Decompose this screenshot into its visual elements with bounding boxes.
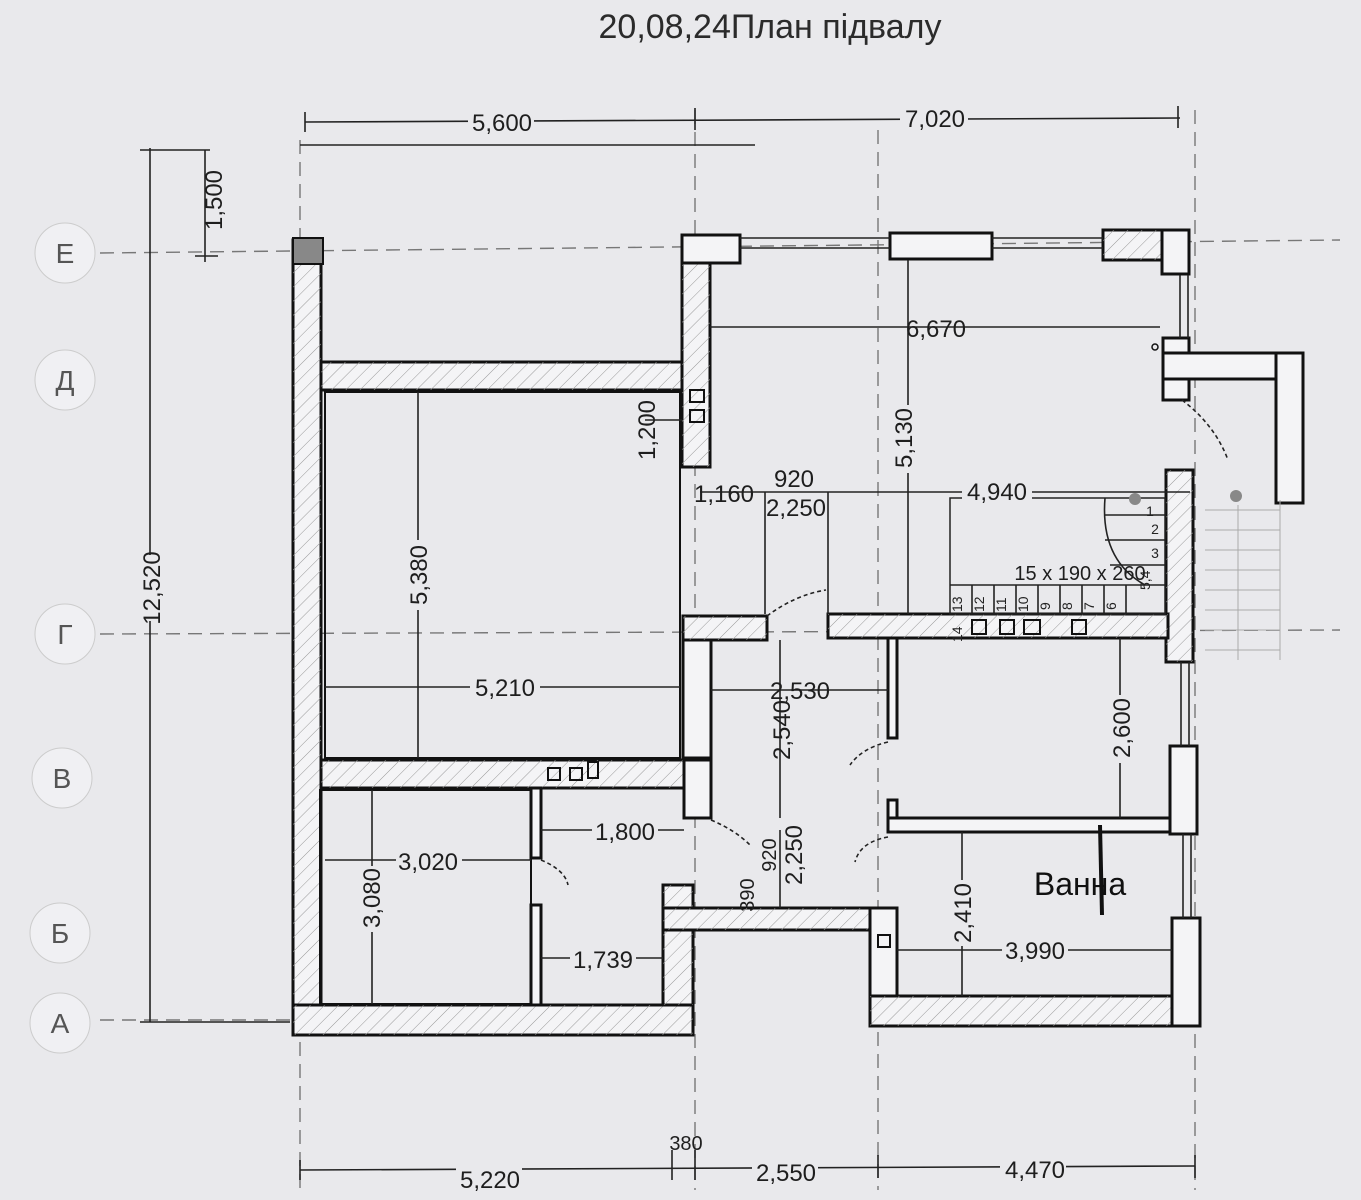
dim-hall-height: 5,130 bbox=[891, 408, 918, 468]
axis-label: В bbox=[53, 763, 72, 794]
dim-1800: 1,800 bbox=[595, 819, 655, 846]
dim-stairs: 15 x 190 x 260 bbox=[1014, 563, 1145, 585]
dim-3080: 3,080 bbox=[359, 868, 386, 928]
dim-920-bottom: 920 bbox=[759, 838, 781, 871]
dim-top-right: 7,020 bbox=[905, 106, 965, 133]
stair-step: 3 bbox=[1151, 545, 1159, 561]
stair-step: 14 bbox=[949, 626, 965, 642]
stair-step: 11 bbox=[993, 597, 1009, 612]
dim-1739: 1,739 bbox=[573, 947, 633, 974]
dim-room-height: 5,380 bbox=[406, 545, 433, 605]
axis-label: Б bbox=[51, 918, 69, 949]
stair-step: 1 bbox=[1146, 503, 1154, 519]
stair-step: 6 bbox=[1103, 602, 1119, 610]
dim-room-width: 5,210 bbox=[475, 675, 535, 702]
axis-label: Г bbox=[57, 619, 72, 650]
dim-2410: 2,410 bbox=[950, 883, 977, 943]
stair-step: 13 bbox=[949, 596, 965, 612]
room-label-strike bbox=[1098, 824, 1104, 916]
door-swings bbox=[540, 399, 1229, 886]
dim-left-small: 1,500 bbox=[201, 170, 228, 230]
stair-step: 12 bbox=[971, 596, 987, 612]
dim-niche: 1,200 bbox=[634, 400, 661, 460]
dim-top-left: 5,600 bbox=[472, 110, 532, 137]
stair-step: 5,4 bbox=[1137, 570, 1153, 590]
stair-step: 9 bbox=[1037, 602, 1053, 610]
top-dimension bbox=[300, 106, 1181, 146]
stair-step: 8 bbox=[1059, 602, 1075, 610]
dim-2250-bottom: 2,250 bbox=[781, 825, 808, 885]
dim-4940: 4,940 bbox=[967, 479, 1027, 506]
walls bbox=[291, 228, 1305, 1037]
dim-corridor-height: 2,540 bbox=[769, 700, 796, 760]
stair-step: 10 bbox=[1015, 596, 1031, 612]
dim-right-room-height: 2,600 bbox=[1109, 698, 1136, 758]
dim-bottom-left: 5,220 bbox=[460, 1167, 520, 1194]
dim-bottom-small: 380 bbox=[669, 1133, 702, 1155]
dim-390: 390 bbox=[737, 878, 759, 911]
dim-bottom-right: 4,470 bbox=[1005, 1157, 1065, 1184]
dim-3990: 3,990 bbox=[1005, 938, 1065, 965]
dim-corridor-width: 2,530 bbox=[770, 678, 830, 705]
axis-label: А bbox=[51, 1008, 70, 1039]
dim-2250-top: 2,250 bbox=[766, 495, 826, 522]
stair-step: 7 bbox=[1081, 602, 1097, 610]
room-label-bath: Ванна bbox=[1034, 866, 1126, 902]
dim-bottom-mid: 2,550 bbox=[756, 1160, 816, 1187]
dim-left-total: 12,520 bbox=[139, 551, 166, 624]
axis-label: Е bbox=[56, 238, 75, 269]
stair-step: 2 bbox=[1151, 521, 1159, 537]
dim-3020: 3,020 bbox=[398, 849, 458, 876]
dim-920-top: 920 bbox=[774, 466, 814, 493]
axis-lines bbox=[99, 110, 1341, 1190]
dim-hall-width: 6,670 bbox=[906, 316, 966, 343]
axis-markers: Е Д Г В Б А bbox=[29, 222, 96, 1054]
axis-label: Д bbox=[56, 365, 75, 396]
plan-title: 20,08,24План підвалу bbox=[599, 8, 942, 46]
stairs bbox=[949, 490, 1281, 660]
dim-1160: 1,160 bbox=[694, 481, 754, 508]
fixtures bbox=[547, 343, 1159, 948]
